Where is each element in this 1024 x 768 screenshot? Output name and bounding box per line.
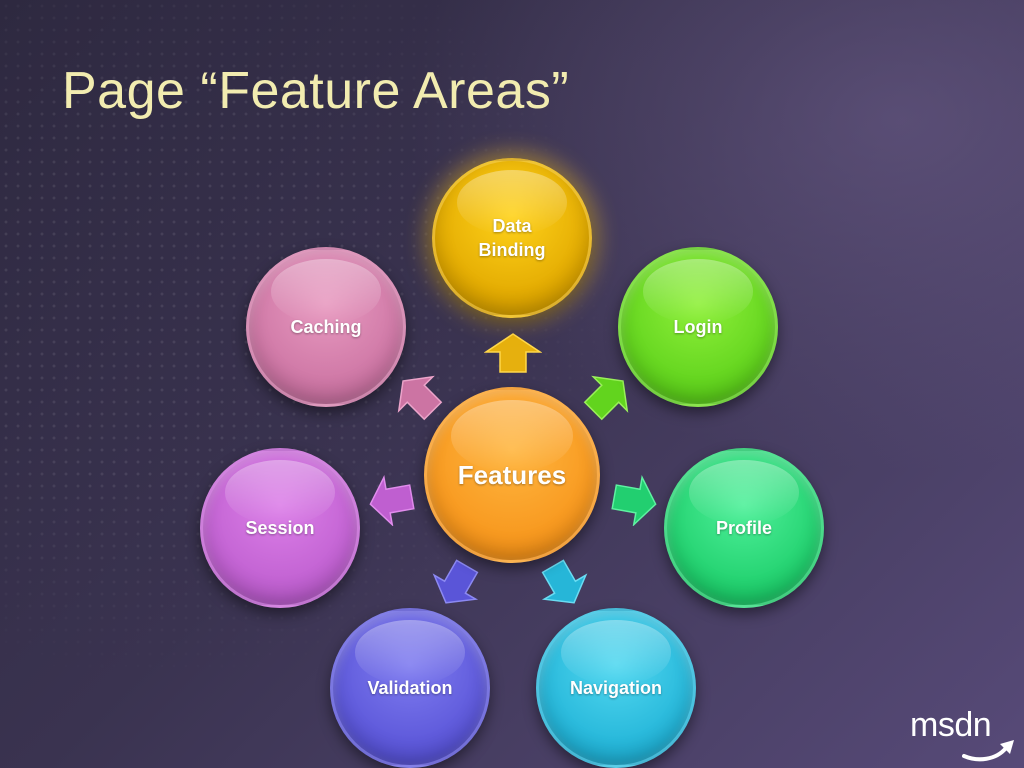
node-data-binding-label: Data Binding [478,216,546,260]
node-login: Login [618,247,778,407]
msdn-logo: msdn [910,706,992,744]
arrow-to-profile [611,475,657,526]
msdn-logo-swoosh-icon [962,740,1014,762]
arrow-to-caching [397,375,443,421]
arrow-to-session [369,475,415,526]
node-profile: Profile [664,448,824,608]
node-caching: Caching [246,247,406,407]
node-profile-label: Profile [715,518,772,538]
node-center-features: Features [424,387,600,563]
node-validation-label: Validation [367,678,453,698]
node-data-binding: Data Binding [432,158,592,318]
node-session-label: Session [245,518,315,538]
arrow-to-data-binding [484,333,542,373]
arrow-to-validation [432,559,479,604]
node-center-label: Features [457,460,567,490]
node-login-label: Login [673,317,723,337]
node-validation: Validation [330,608,490,768]
node-navigation-label: Navigation [569,678,662,698]
arrow-to-navigation [541,559,588,604]
node-caching-label: Caching [290,317,362,337]
slide-title: Page “Feature Areas” [62,62,570,120]
arrow-to-login [583,375,629,421]
node-session: Session [200,448,360,608]
node-navigation: Navigation [536,608,696,768]
